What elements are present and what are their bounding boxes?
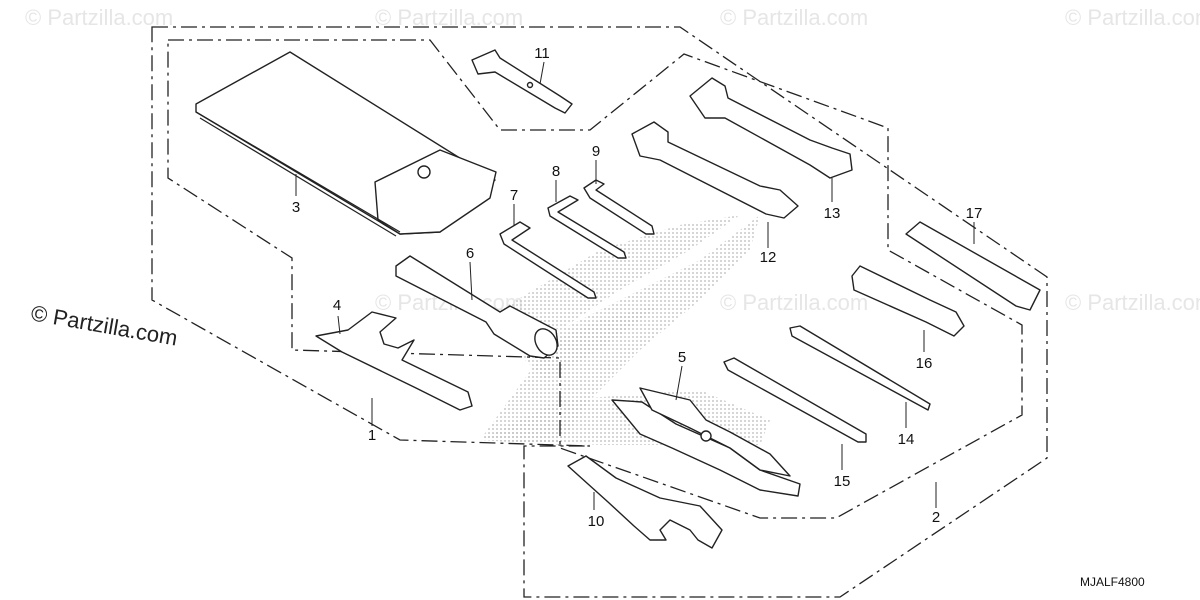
hex-key-7 xyxy=(499,221,597,299)
callout-17[interactable]: 17 xyxy=(966,205,983,222)
watermark: © Partzilla.com xyxy=(1065,290,1200,315)
callout-9[interactable]: 9 xyxy=(592,143,600,160)
watermark: © Partzilla.com xyxy=(720,290,868,315)
callout-6[interactable]: 6 xyxy=(466,245,474,262)
tool-bag xyxy=(195,51,497,237)
hook-spanner-large xyxy=(567,455,723,549)
side-watermark: © Partzilla.com xyxy=(29,300,179,350)
diagram-code: MJALF4800 xyxy=(1080,575,1145,589)
callout-11[interactable]: 11 xyxy=(534,45,550,62)
watermark: © Partzilla.com xyxy=(375,5,523,30)
small-wrench xyxy=(471,49,573,114)
callout-10[interactable]: 10 xyxy=(588,513,605,530)
grip-handle xyxy=(905,221,1041,311)
callout-15[interactable]: 15 xyxy=(834,473,851,490)
kit-boundary-inner xyxy=(167,39,1023,519)
kit-boundary-outer xyxy=(151,26,1048,598)
screwdriver-shaft xyxy=(789,325,931,411)
hook-spanner xyxy=(315,311,473,411)
callout-1[interactable]: 1 xyxy=(368,427,376,444)
pliers xyxy=(611,387,801,497)
callout-7[interactable]: 7 xyxy=(510,187,518,204)
hex-key-8 xyxy=(547,195,627,259)
callout-4[interactable]: 4 xyxy=(333,297,341,314)
hex-key-9 xyxy=(583,179,655,235)
callout-5[interactable]: 5 xyxy=(678,349,686,366)
callout-16[interactable]: 16 xyxy=(916,355,933,372)
watermark: © Partzilla.com xyxy=(720,5,868,30)
watermark: © Partzilla.com xyxy=(25,5,173,30)
callout-13[interactable]: 13 xyxy=(824,205,841,222)
leader-lines xyxy=(295,61,975,510)
callout-3[interactable]: 3 xyxy=(292,199,300,216)
callout-12[interactable]: 12 xyxy=(760,249,777,266)
screwdriver-handle xyxy=(851,265,965,337)
callout-8[interactable]: 8 xyxy=(552,163,560,180)
double-wrench-large xyxy=(689,77,853,179)
callout-2[interactable]: 2 xyxy=(932,509,940,526)
watermark: © Partzilla.com xyxy=(1065,5,1200,30)
callouts: 1 2 3 4 5 6 7 8 9 10 11 12 13 14 15 16 1… xyxy=(292,45,983,530)
screwdriver-flat xyxy=(723,357,867,443)
double-wrench xyxy=(631,121,799,219)
socket-wrench xyxy=(395,255,559,359)
wing-logo xyxy=(480,215,770,445)
callout-14[interactable]: 14 xyxy=(898,431,915,448)
